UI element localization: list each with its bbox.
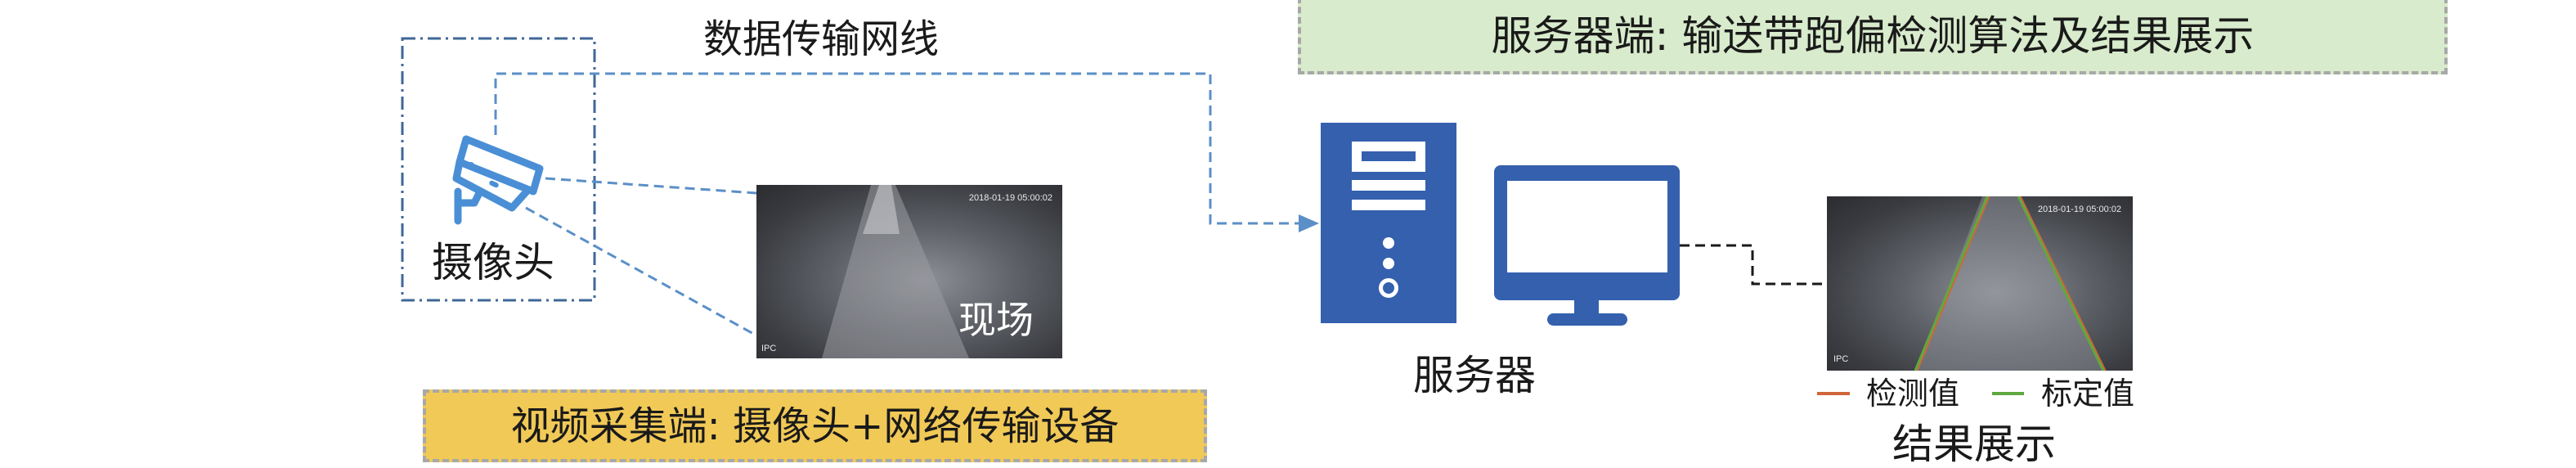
calibrated-edge-right [2017, 196, 2105, 371]
capture-side-banner: 视频采集端: 摄像头+网络传输设备 [423, 389, 1207, 462]
result-label: 结果展示 [1892, 421, 2056, 468]
server-label: 服务器 [1413, 352, 1536, 399]
calibrated-edge-left [1914, 196, 1989, 371]
server-side-banner: 服务器端: 输送带跑偏检测算法及结果展示 [1298, 0, 2448, 74]
view-line-top [545, 177, 757, 195]
site-label: 现场 [958, 298, 1034, 342]
detected-edge-left [1915, 196, 1990, 371]
server-tower-icon [1321, 123, 1456, 323]
site-photo: 2018-01-19 05:00:02 IPC 现场 [756, 185, 1062, 358]
view-line-bottom [525, 206, 757, 337]
result-photo: 2018-01-19 05:00:02 IPC [1827, 196, 2133, 371]
photo-timestamp: 2018-01-19 05:00:02 [968, 193, 1052, 203]
server-side-text: 服务器端: 输送带跑偏检测算法及结果展示 [1491, 11, 2255, 60]
camera-label: 摄像头 [432, 239, 554, 286]
network-cable-label: 数据传输网线 [703, 16, 940, 62]
security-camera-icon [452, 135, 544, 225]
detected-edge-right [2018, 196, 2107, 371]
arrow-head-icon [1299, 214, 1319, 232]
camera-group-box [401, 37, 596, 302]
monitor-stand [1574, 299, 1599, 315]
photo-corner-label: IPC [1833, 354, 1849, 364]
photo-timestamp: 2018-01-19 05:00:02 [2037, 205, 2121, 214]
legend-detected-label: 检测值 [1866, 376, 1960, 412]
network-cable-line [494, 72, 1308, 225]
capture-side-text: 视频采集端: 摄像头+网络传输设备 [510, 403, 1120, 449]
legend-calibrated-label: 标定值 [2041, 376, 2135, 412]
display-link-line [1680, 244, 1827, 286]
monitor-icon [1494, 165, 1680, 300]
photo-corner-label: IPC [761, 344, 777, 353]
monitor-base [1547, 313, 1627, 326]
